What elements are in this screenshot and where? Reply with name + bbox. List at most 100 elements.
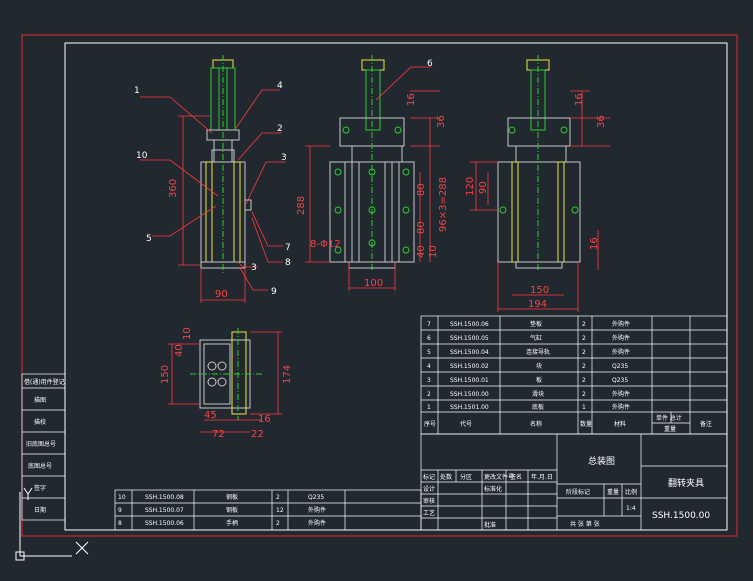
lower-parts-list — [114, 489, 422, 531]
svg-text:日期: 日期 — [34, 506, 46, 514]
svg-text:重量: 重量 — [664, 425, 676, 433]
dim-96x3: 96×3=288 — [438, 177, 449, 232]
svg-text:1: 1 — [582, 404, 586, 411]
svg-text:气缸: 气缸 — [530, 334, 542, 342]
ucs-axis-icon[interactable] — [15, 487, 89, 561]
parts-row: 7 SSH.1500.06 垫板 2 外购件 — [427, 320, 630, 328]
dim-8-phi12: 8-Φ12 — [310, 239, 341, 250]
svg-text:标记: 标记 — [423, 473, 435, 481]
callout-2: 2 — [277, 124, 283, 134]
svg-text:外购件: 外购件 — [612, 320, 630, 328]
svg-text:2: 2 — [276, 520, 280, 527]
callout-4: 4 — [277, 81, 283, 91]
dim-45: 45 — [204, 410, 217, 421]
dim-80a: 80 — [416, 183, 427, 196]
dim-288: 288 — [296, 196, 307, 215]
svg-text:钢板: 钢板 — [226, 493, 238, 501]
svg-text:2: 2 — [582, 349, 586, 356]
svg-text:9: 9 — [118, 507, 122, 514]
callout-9: 9 — [271, 287, 277, 297]
dim-194: 194 — [528, 299, 547, 310]
dim-10-mid: 10 — [428, 245, 439, 258]
dim-16-side: 16 — [574, 93, 585, 106]
svg-text:借(通)用件登记: 借(通)用件登记 — [24, 378, 65, 386]
svg-text:年.月.日: 年.月.日 — [531, 473, 553, 481]
svg-text:标准化: 标准化 — [484, 485, 502, 493]
svg-text:设计: 设计 — [423, 485, 435, 493]
top-view — [190, 328, 262, 420]
svg-text:外购件: 外购件 — [308, 506, 326, 514]
svg-text:描校: 描校 — [34, 418, 46, 426]
dimension-text: 360 90 16 36 288 80 80 96×3=288 8-Φ12 40… — [160, 93, 607, 440]
svg-text:外购件: 外购件 — [308, 519, 326, 527]
parts-row: 6 SSH.1500.05 气缸 2 外购件 — [427, 334, 630, 342]
dimension-lines — [168, 90, 610, 433]
svg-text:底板: 底板 — [532, 403, 544, 411]
svg-text:处数: 处数 — [440, 473, 452, 481]
dim-16-top: 16 — [258, 414, 271, 425]
parts-row: 9 SSH.1500.07 钢板 12 外购件 — [118, 506, 326, 514]
svg-text:连接导轨: 连接导轨 — [526, 348, 550, 356]
svg-text:外购件: 外购件 — [612, 348, 630, 356]
svg-text:2: 2 — [582, 363, 586, 370]
side-register — [21, 373, 66, 521]
dim-150-side: 150 — [530, 285, 549, 296]
svg-text:SSH.1500.08: SSH.1500.08 — [145, 494, 184, 501]
svg-text:外购件: 外购件 — [612, 403, 630, 411]
svg-text:SSH.1501.00: SSH.1501.00 — [450, 404, 489, 411]
svg-text:SSH.1500.01: SSH.1500.01 — [450, 377, 489, 384]
svg-text:外购件: 外购件 — [612, 334, 630, 342]
svg-text:1: 1 — [427, 404, 431, 411]
side-view — [497, 55, 581, 270]
dim-16-mid: 16 — [406, 93, 417, 106]
scale-label: 比例 — [625, 488, 637, 496]
side-register-text: 借(通)用件登记 描图 描校 旧底图总号 底图总号 签字 日期 — [24, 378, 65, 514]
parts-list-rows: 7 SSH.1500.06 垫板 2 外购件 6 SSH.1500.05 气缸 … — [424, 320, 712, 433]
middle-view — [329, 55, 415, 270]
scale-value: 1:4 — [626, 505, 636, 512]
svg-text:手柄: 手柄 — [226, 519, 238, 527]
callout-numbers: 1 4 2 10 3 5 7 8 3 9 6 — [134, 59, 433, 297]
svg-text:滑块: 滑块 — [532, 390, 544, 398]
svg-text:名称: 名称 — [530, 420, 542, 428]
parts-row: 8 SSH.1500.06 手柄 2 外购件 — [118, 519, 326, 527]
dim-22: 22 — [251, 429, 264, 440]
svg-text:外购件: 外购件 — [612, 390, 630, 398]
dim-36-mid: 36 — [436, 115, 447, 128]
lower-parts-rows: 10 SSH.1500.08 钢板 2 Q235 9 SSH.1500.07 钢… — [118, 493, 326, 527]
title-block — [420, 433, 728, 531]
dim-36-side: 36 — [596, 115, 607, 128]
parts-row: 5 SSH.1500.04 连接导轨 2 外购件 — [427, 348, 630, 356]
title-block-text: 总装图 翻转夹具 SSH.1500.00 阶段标记 重量 比例 1:4 共 张 … — [423, 455, 710, 529]
dim-40-top: 40 — [174, 344, 185, 357]
callout-leaders — [140, 66, 431, 291]
callout-1: 1 — [134, 86, 140, 96]
svg-text:2: 2 — [582, 335, 586, 342]
dim-40-mid: 40 — [416, 245, 427, 258]
svg-text:序号: 序号 — [424, 420, 436, 428]
svg-text:签字: 签字 — [34, 484, 46, 492]
svg-text:代号: 代号 — [460, 420, 472, 428]
svg-text:SSH.1500.00: SSH.1500.00 — [450, 391, 489, 398]
dim-174: 174 — [282, 365, 293, 384]
product-name: 翻转夹具 — [668, 477, 704, 489]
svg-text:工艺: 工艺 — [423, 509, 435, 517]
svg-text:Q235: Q235 — [612, 363, 628, 370]
svg-text:签名: 签名 — [510, 473, 522, 481]
svg-text:2: 2 — [427, 391, 431, 398]
svg-text:批准: 批准 — [484, 521, 496, 529]
dim-16-side-b: 16 — [589, 237, 600, 250]
parts-row: 2 SSH.1500.00 滑块 2 外购件 — [427, 390, 630, 398]
dim-100: 100 — [364, 278, 383, 289]
parts-list — [420, 315, 728, 435]
outer-border — [21, 34, 738, 537]
parts-row: 3 SSH.1500.01 板 2 Q235 — [427, 376, 628, 384]
sheets-label: 共 张 第 张 — [570, 520, 600, 528]
svg-text:描图: 描图 — [34, 396, 46, 404]
svg-text:垫板: 垫板 — [530, 320, 542, 328]
drawing-type: 总装图 — [588, 455, 615, 467]
dim-150-top: 150 — [160, 365, 171, 384]
callout-10: 10 — [136, 151, 148, 161]
stage-label: 阶段标记 — [566, 488, 590, 496]
